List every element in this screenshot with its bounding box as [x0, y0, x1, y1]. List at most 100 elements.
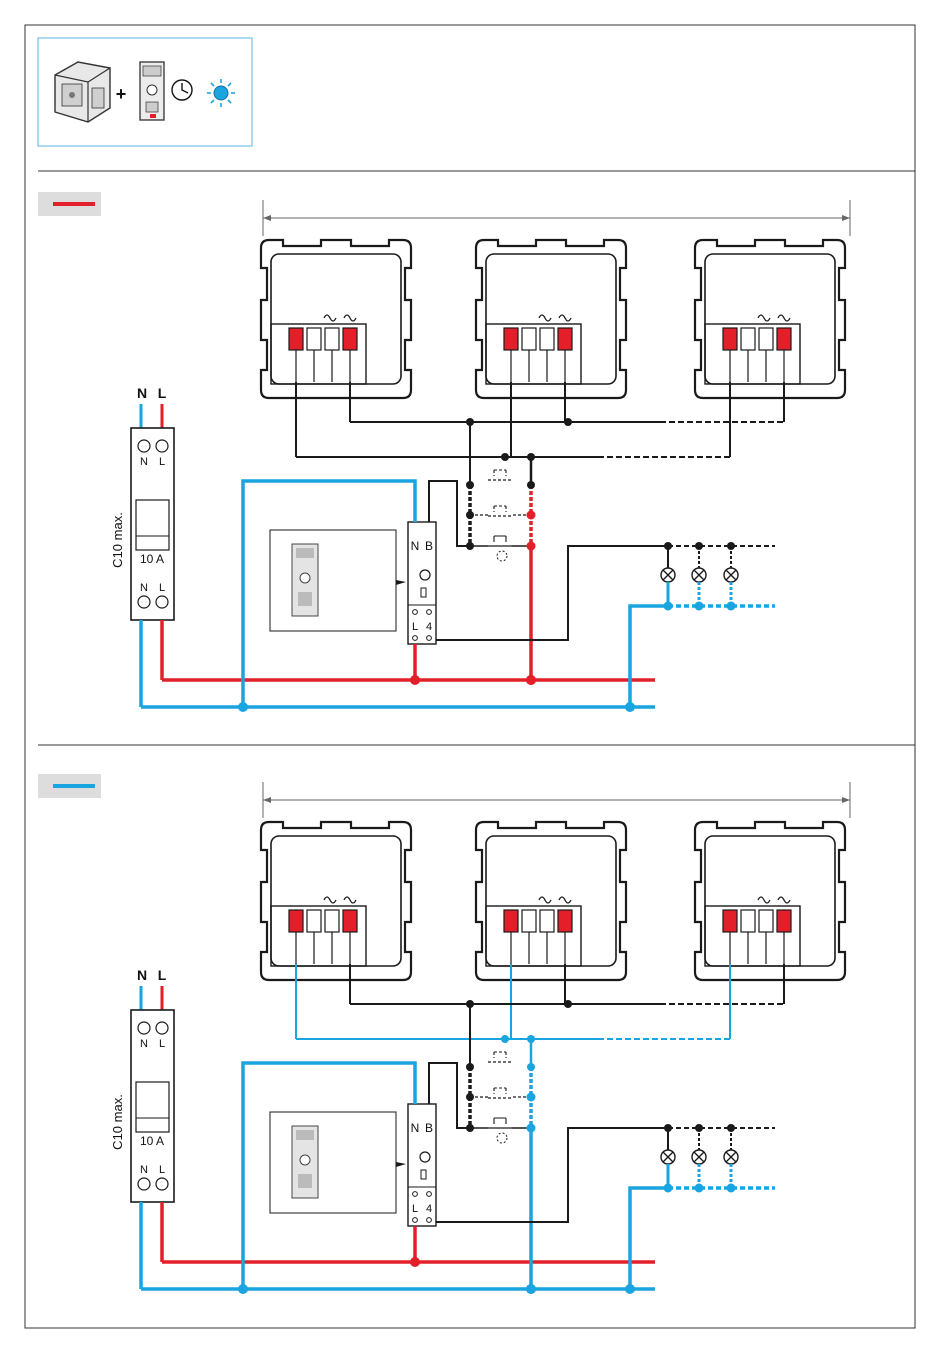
screw-terminal: [289, 910, 303, 932]
junction-dot: [466, 511, 474, 519]
breaker-screw: [138, 596, 150, 608]
terminal-label-4: 4: [426, 621, 432, 633]
breaker-rating: 10 A: [140, 1134, 164, 1148]
light-icon: [207, 79, 235, 107]
screw-terminal: [325, 910, 339, 932]
timer-knob: [420, 570, 430, 580]
breaker-screw: [156, 596, 168, 608]
junction-dot: [527, 481, 535, 489]
diagram-section-live: NBL4NLNL10 ANLC10 max.: [38, 192, 850, 712]
screw-terminal: [504, 328, 518, 350]
photo-pointer: [396, 1162, 406, 1167]
button-cap: [494, 1088, 506, 1094]
timer-screw: [413, 1218, 418, 1223]
screw-terminal: [289, 328, 303, 350]
breaker-top-l: L: [159, 456, 165, 468]
photo-panel: [270, 1112, 396, 1213]
junction-dot: [526, 1284, 536, 1294]
breaker-label-l: L: [158, 967, 167, 983]
screw-terminal: [759, 910, 773, 932]
timer-screw: [427, 1192, 432, 1197]
photo-knob: [300, 1155, 310, 1165]
push-button: [488, 1118, 512, 1128]
clock-icon: [172, 80, 192, 100]
lamp-neutral: [630, 606, 668, 707]
breaker-max: C10 max.: [110, 1094, 125, 1150]
diagram-section-neutral: NBL4NLNL10 ANLC10 max.: [38, 774, 850, 1294]
photo-panel: [270, 530, 396, 631]
photo-bottom: [298, 1174, 312, 1188]
timer-screw: [427, 636, 432, 641]
dimension-arrow: [842, 215, 850, 221]
terminal-label-n: N: [411, 1121, 420, 1135]
breaker-top-l: L: [159, 1038, 165, 1050]
lamp-neutral: [630, 1188, 668, 1289]
screw-terminal: [741, 910, 755, 932]
junction-dot: [466, 481, 474, 489]
push-button: [488, 536, 512, 546]
terminal-label-n: N: [411, 539, 420, 553]
lamp-symbol: [724, 568, 738, 582]
timer-photo-icon: [292, 544, 318, 616]
push-button: [488, 470, 512, 480]
dimension-arrow: [263, 215, 271, 221]
junction-dot: [238, 1284, 248, 1294]
timer-relay: NBL4: [408, 1104, 436, 1226]
button-cap: [494, 506, 506, 512]
button-lamp: [497, 1133, 507, 1143]
breaker-lever-housing: [136, 500, 169, 550]
button-cap: [494, 470, 506, 476]
terminal-label-b: B: [425, 539, 433, 553]
breaker-rating: 10 A: [140, 552, 164, 566]
timer-screw: [413, 610, 418, 615]
screw-terminal: [343, 328, 357, 350]
screw-terminal: [307, 328, 321, 350]
junction-dot: [527, 511, 536, 520]
junction-dot: [526, 675, 536, 685]
timer-screw: [427, 1218, 432, 1223]
screw-terminal: [540, 910, 554, 932]
screw-terminal: [540, 328, 554, 350]
screw-terminal: [325, 328, 339, 350]
button-cap: [494, 1118, 506, 1124]
breaker-screw: [138, 1178, 150, 1190]
terminal-label-l: L: [412, 621, 418, 633]
timer-photo-icon: [292, 1126, 318, 1198]
photo-bottom: [298, 592, 312, 606]
breaker-screw: [138, 440, 150, 452]
button-lamp: [497, 551, 507, 561]
breaker-label-l: L: [158, 385, 167, 401]
timer-screw: [427, 610, 432, 615]
screw-terminal: [522, 328, 536, 350]
screw-terminal: [723, 910, 737, 932]
timer-knob: [420, 1152, 430, 1162]
breaker-lever-housing: [136, 1082, 169, 1132]
junction-dot: [625, 1284, 635, 1294]
junction-dot: [501, 453, 509, 461]
junction-dot: [527, 1063, 535, 1071]
screw-terminal: [558, 328, 572, 350]
switch-mechanism: [695, 822, 845, 980]
breaker-bottom-l: L: [159, 582, 165, 594]
screw-terminal: [558, 910, 572, 932]
junction-dot: [410, 675, 420, 685]
photo-top: [296, 548, 314, 558]
junction-dot: [466, 1093, 474, 1101]
plus-sign: +: [116, 84, 127, 104]
screw-terminal: [777, 910, 791, 932]
screw-terminal: [741, 328, 755, 350]
screw-terminal: [343, 910, 357, 932]
junction-dot: [527, 1093, 536, 1102]
push-button: [488, 1052, 512, 1062]
photo-pointer: [396, 580, 406, 585]
breaker-bottom-l: L: [159, 1164, 165, 1176]
switch-mechanism: [476, 822, 626, 980]
switch-mechanism: [476, 240, 626, 398]
switch-mechanism: [695, 240, 845, 398]
screw-terminal: [504, 910, 518, 932]
switch-mechanism: [261, 822, 411, 980]
timer-indicator: [421, 588, 426, 597]
